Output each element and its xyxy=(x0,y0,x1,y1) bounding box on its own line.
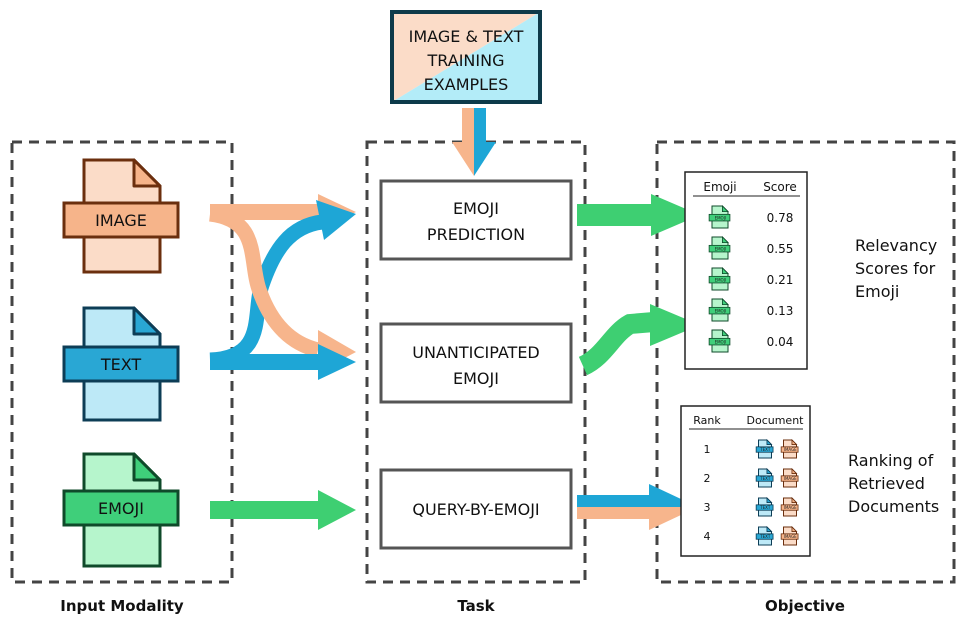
rank-text-doc-icon-label: TEXT xyxy=(759,476,771,481)
rank-image-doc-icon: IMAGE xyxy=(780,526,799,546)
text-file-icon: TEXT xyxy=(62,306,180,422)
ranking-line-3: Documents xyxy=(848,497,939,516)
score-row-emoji-icon-label: EMOJI xyxy=(715,309,727,314)
rank-text-doc-icon: TEXT xyxy=(755,439,774,459)
rank-image-doc-icon: IMAGE xyxy=(780,468,799,488)
rank-text-doc-icon-label: TEXT xyxy=(759,447,771,452)
prediction-to-scores-arrow xyxy=(577,194,700,236)
rank-image-doc-icon-label: IMAGE xyxy=(784,505,797,510)
training-line-2: TRAINING xyxy=(427,51,505,70)
text-label: TEXT xyxy=(100,355,142,374)
image-label: IMAGE xyxy=(95,211,147,230)
unanticipated-line-2: EMOJI xyxy=(453,369,499,388)
text-to-unanticipated-arrow xyxy=(210,344,356,380)
rank-text-doc-icon: TEXT xyxy=(755,526,774,546)
query-to-ranking-arrow xyxy=(577,484,698,530)
score-row-emoji-icon: EMOJI xyxy=(708,329,731,353)
training-line-3: EXAMPLES xyxy=(424,75,509,94)
emoji-prediction-task: EMOJI PREDICTION xyxy=(379,179,573,261)
emoji-to-query-arrow xyxy=(210,490,356,530)
rank-image-doc-icon-label: IMAGE xyxy=(784,476,797,481)
objective-frame xyxy=(655,140,956,584)
score-row-emoji-icon: EMOJI xyxy=(708,298,731,322)
scores-header-emoji: Emoji xyxy=(703,180,736,194)
caption-task: Task xyxy=(457,597,495,615)
caption-objective: Objective xyxy=(765,597,845,615)
ranking-line-2: Retrieved xyxy=(848,474,925,493)
training-line-1: IMAGE & TEXT xyxy=(409,27,524,46)
rank-text-doc-icon-label: TEXT xyxy=(759,505,771,510)
emoji-prediction-line-1: EMOJI xyxy=(453,199,499,218)
relevancy-line-1: Relevancy xyxy=(855,236,937,255)
relevancy-line-2: Scores for xyxy=(855,259,936,278)
emoji-prediction-line-2: PREDICTION xyxy=(427,225,525,244)
score-value: 0.78 xyxy=(767,211,794,225)
ranking-line-1: Ranking of xyxy=(848,451,934,470)
score-row-emoji-icon-label: EMOJI xyxy=(715,278,727,283)
rank-header-document: Document xyxy=(747,414,805,427)
rank-number: 2 xyxy=(704,472,711,485)
caption-input-modality: Input Modality xyxy=(60,597,184,615)
image-file-icon: IMAGE xyxy=(62,158,180,274)
emoji-file-icon: EMOJI xyxy=(62,452,180,568)
score-value: 0.04 xyxy=(767,335,794,349)
relevancy-line-3: Emoji xyxy=(855,282,899,301)
rank-text-doc-icon: TEXT xyxy=(755,468,774,488)
query-by-emoji-task: QUERY-BY-EMOJI xyxy=(379,468,573,550)
rank-number: 1 xyxy=(704,443,711,456)
unanticipated-to-scores-arrow xyxy=(578,304,700,376)
score-row-emoji-icon-label: EMOJI xyxy=(715,340,727,345)
score-row-emoji-icon: EMOJI xyxy=(708,236,731,260)
scores-header-score: Score xyxy=(763,180,797,194)
score-row-emoji-icon-label: EMOJI xyxy=(715,216,727,221)
score-row-emoji-icon: EMOJI xyxy=(708,267,731,291)
rank-number: 3 xyxy=(704,501,711,514)
query-by-emoji-label: QUERY-BY-EMOJI xyxy=(412,500,539,519)
rank-image-doc-icon: IMAGE xyxy=(780,439,799,459)
rank-image-doc-icon-label: IMAGE xyxy=(784,534,797,539)
input-modality-frame xyxy=(10,140,234,584)
score-row-emoji-icon-label: EMOJI xyxy=(715,247,727,252)
score-value: 0.21 xyxy=(767,273,794,287)
unanticipated-emoji-task: UNANTICIPATED EMOJI xyxy=(379,322,573,404)
score-row-emoji-icon: EMOJI xyxy=(708,205,731,229)
rank-text-doc-icon: TEXT xyxy=(755,497,774,517)
score-value: 0.13 xyxy=(767,304,794,318)
rank-image-doc-icon: IMAGE xyxy=(780,497,799,517)
rank-header-rank: Rank xyxy=(693,414,721,427)
training-down-arrow xyxy=(452,108,496,176)
rank-text-doc-icon-label: TEXT xyxy=(759,534,771,539)
emoji-label: EMOJI xyxy=(98,499,144,518)
rank-number: 4 xyxy=(704,530,711,543)
training-examples-box: IMAGE & TEXT TRAINING EXAMPLES xyxy=(390,10,542,104)
score-value: 0.55 xyxy=(767,242,794,256)
rank-image-doc-icon-label: IMAGE xyxy=(784,447,797,452)
unanticipated-line-1: UNANTICIPATED xyxy=(412,343,540,362)
